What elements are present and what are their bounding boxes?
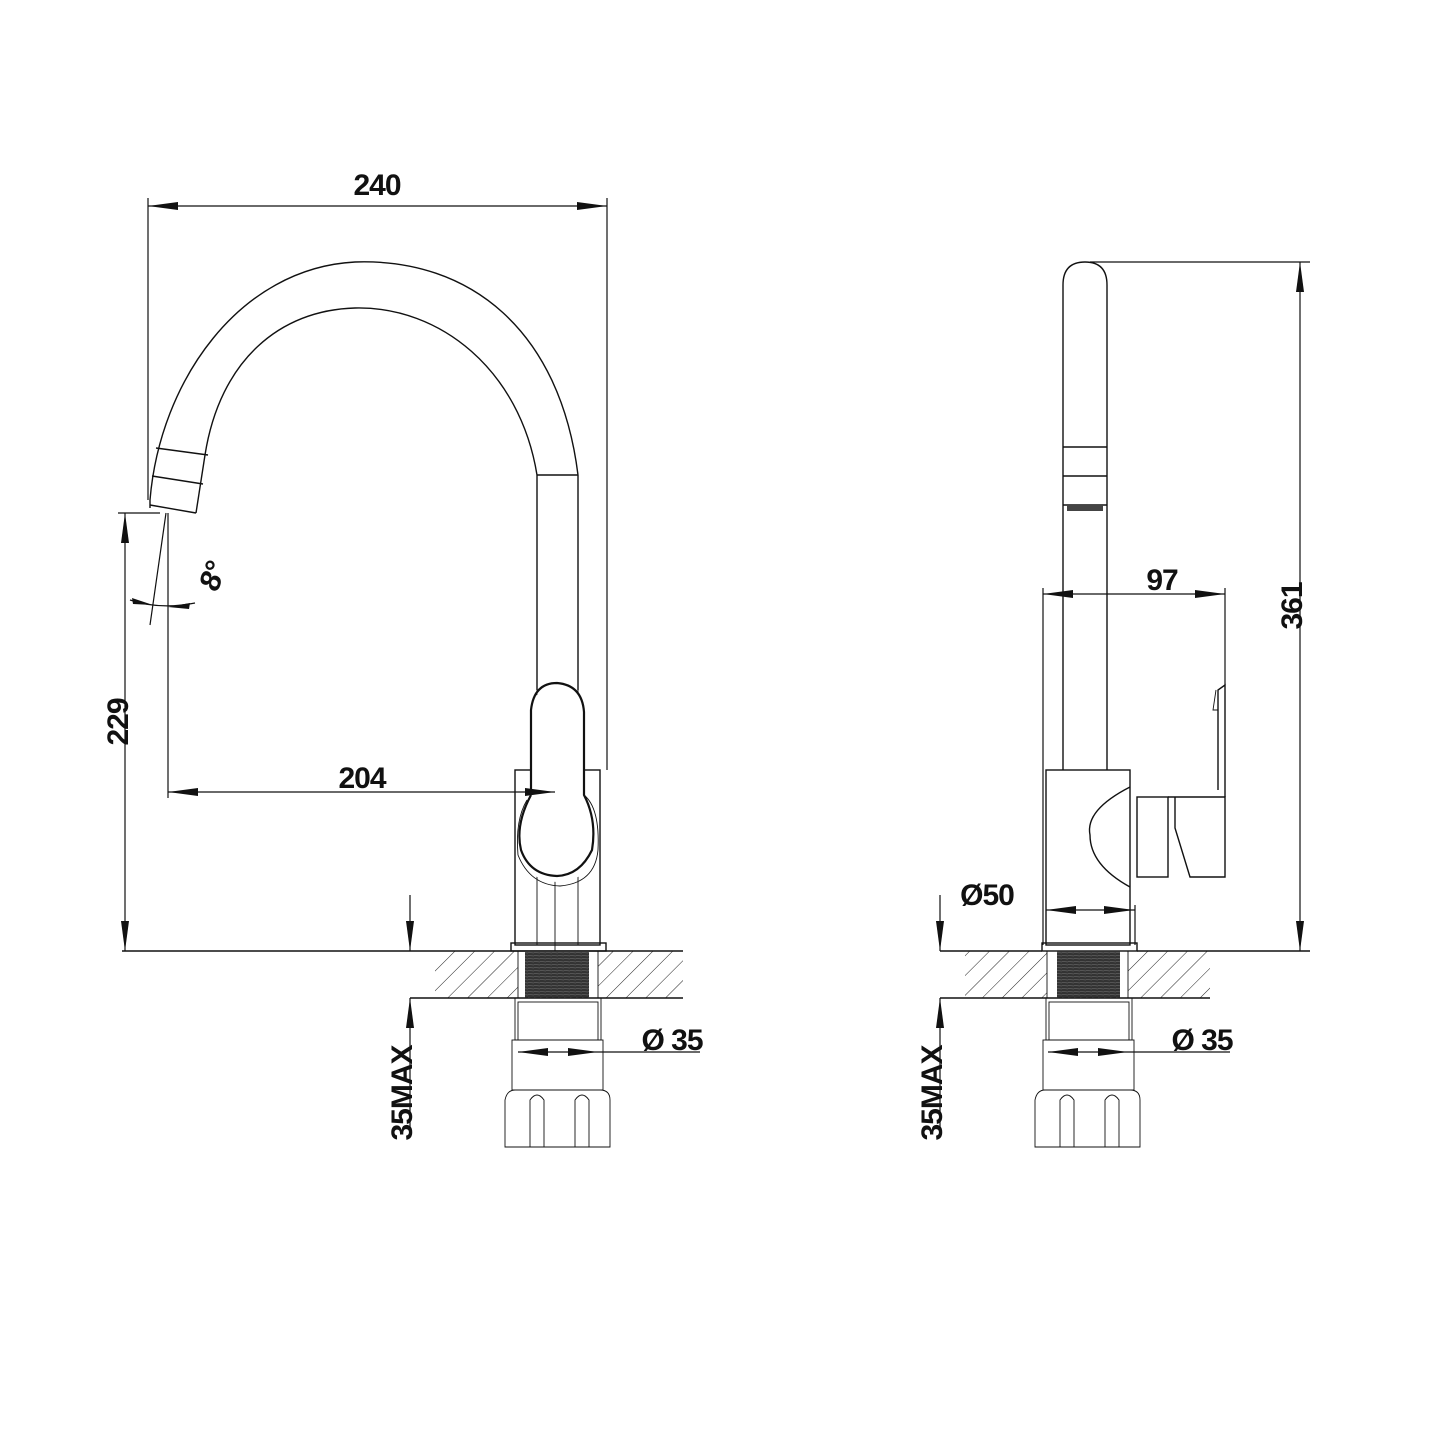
dimension-hole-front: Ø 35 — [518, 1024, 704, 1057]
dimension-label-angle: 8° — [193, 557, 234, 595]
dimension-label-body-dia: Ø50 — [960, 879, 1014, 912]
aerator — [1067, 505, 1103, 511]
dimension-204: 204 — [167, 513, 555, 798]
dimension-229: 229 — [102, 512, 160, 951]
side-view: 361 97 Ø50 35MAX — [916, 261, 1310, 1148]
spout — [149, 261, 579, 690]
threaded-shank-side — [1057, 951, 1120, 998]
dimension-35max-side: 35MAX — [916, 895, 949, 1141]
dimension-361: 361 — [1090, 261, 1310, 951]
dimension-35max-front: 35MAX — [386, 895, 419, 1141]
mounting-nut — [504, 997, 611, 1148]
dimension-97: 97 — [1042, 564, 1226, 945]
countertop-section-side — [940, 950, 1310, 999]
dimension-body-dia: Ø50 — [960, 879, 1136, 945]
lever-handle — [516, 681, 599, 887]
threaded-shank — [525, 951, 589, 998]
dimension-hole-side: Ø 35 — [1048, 1024, 1234, 1057]
dimension-label-reach: 204 — [338, 762, 386, 795]
dimension-label-counter-thickness: 35MAX — [386, 1044, 419, 1140]
dimension-angle: 8° — [129, 512, 234, 626]
dimension-240: 240 — [147, 169, 608, 770]
front-view: 240 229 204 8° — [102, 169, 704, 1148]
dimension-label-counter-thickness-side: 35MAX — [916, 1044, 949, 1140]
countertop-section — [122, 950, 683, 999]
faucet-body-side — [1041, 683, 1226, 952]
dimension-label-hole-side: Ø 35 — [1171, 1024, 1232, 1057]
dimension-label-depth: 97 — [1146, 564, 1178, 597]
dimension-label-height: 361 — [1276, 582, 1309, 629]
dimension-label-hole: Ø 35 — [641, 1024, 702, 1057]
spout-side — [1062, 261, 1108, 770]
dimension-label-spout-height: 229 — [102, 698, 135, 745]
dimension-label-width: 240 — [353, 169, 400, 202]
mounting-nut-side — [1034, 997, 1141, 1148]
